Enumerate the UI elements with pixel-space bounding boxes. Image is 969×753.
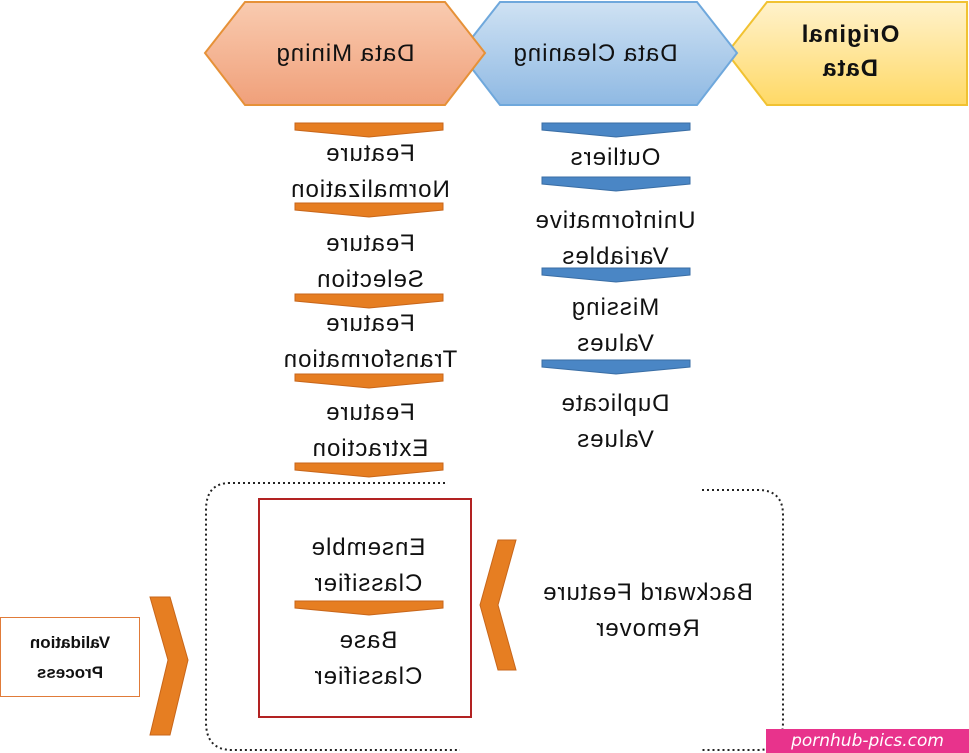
orange-chevron — [294, 293, 444, 309]
step-uninformative-variables: Uninformative Variables — [510, 203, 720, 275]
step-duplicate-line2: Values — [576, 426, 654, 453]
validation-process-box — [0, 617, 140, 697]
stage-original-shape — [725, 1, 968, 106]
step-transformation-line2: Transformation — [282, 346, 458, 373]
step-transformation-line1: Feature — [325, 310, 415, 337]
stage-mining-label: Data Mining — [275, 40, 415, 67]
step-feature-extraction: Feature Extraction — [260, 395, 480, 467]
step-outliers: Outliers — [520, 140, 710, 176]
step-feature-selection: Feature Selection — [260, 226, 480, 298]
step-selection-line2: Selection — [316, 266, 424, 293]
base-line2: Classifier — [313, 663, 423, 690]
blue-chevron — [541, 267, 691, 283]
stage-cleaning-label: Data Cleaning — [512, 40, 678, 67]
step-feature-normalization: Feature Normalization — [260, 136, 480, 208]
process-container — [205, 482, 460, 751]
blue-chevron — [541, 359, 691, 375]
step-feature-transformation: Feature Transformation — [255, 306, 485, 378]
validation-line1: Validation — [29, 633, 111, 652]
ensemble-line1: Ensemble — [310, 534, 426, 561]
validation-line2: Process — [36, 663, 104, 682]
stage-original-line1: Original — [800, 21, 900, 48]
validation-process-label: Validation Process — [0, 628, 140, 688]
watermark-banner: pornhub-pics.com — [766, 729, 969, 753]
blue-chevron — [541, 122, 691, 138]
ensemble-classifier-label: Ensemble Classifier — [278, 530, 458, 602]
stage-original-label: Original Data — [780, 18, 920, 86]
step-missing-line2: Values — [576, 330, 654, 357]
stage-mining-shape — [203, 1, 487, 106]
step-normalization-line1: Feature — [325, 140, 415, 167]
step-uninformative-line2: Variables — [561, 243, 669, 270]
base-classifier-label: Base Classifier — [278, 623, 458, 695]
remover-chevron — [479, 539, 517, 671]
orange-chevron — [294, 202, 444, 218]
orange-chevron — [294, 462, 444, 478]
ensemble-line2: Classifier — [313, 570, 423, 597]
watermark-text: pornhub-pics.com — [791, 731, 944, 751]
base-line1: Base — [338, 627, 398, 654]
step-missing-line1: Missing — [570, 294, 660, 321]
step-duplicate-values: Duplicate Values — [520, 386, 710, 458]
orange-chevron — [294, 122, 444, 138]
step-outliers-line1: Outliers — [569, 144, 661, 171]
step-uninformative-line1: Uninformative — [534, 207, 696, 234]
step-extraction-line1: Feature — [325, 399, 415, 426]
orange-chevron — [294, 373, 444, 389]
step-normalization-line2: Normalization — [290, 176, 450, 203]
remover-line2: Remover — [595, 615, 700, 642]
validation-chevron — [149, 596, 189, 736]
classifier-box — [258, 498, 472, 718]
remover-line1: Backward Feature — [542, 579, 753, 606]
stage-original-line2: Data — [821, 55, 879, 82]
blue-chevron — [541, 176, 691, 192]
step-selection-line1: Feature — [325, 230, 415, 257]
orange-chevron — [294, 600, 444, 616]
step-missing-values: Missing Values — [520, 290, 710, 362]
step-duplicate-line1: Duplicate — [560, 390, 670, 417]
step-extraction-line2: Extraction — [311, 435, 429, 462]
backward-feature-remover-label: Backward Feature Remover — [515, 575, 780, 647]
